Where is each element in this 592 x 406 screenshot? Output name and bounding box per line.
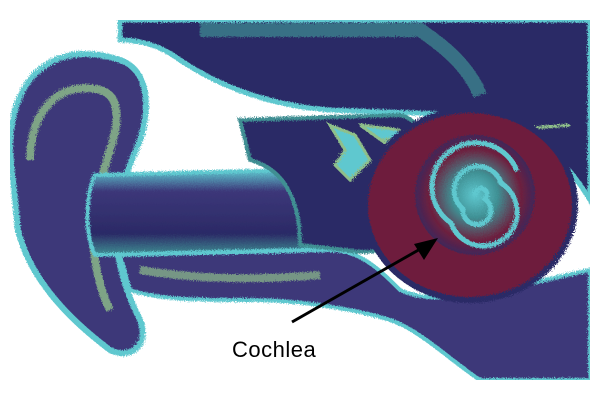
cochlea-label: Cochlea: [232, 337, 316, 363]
